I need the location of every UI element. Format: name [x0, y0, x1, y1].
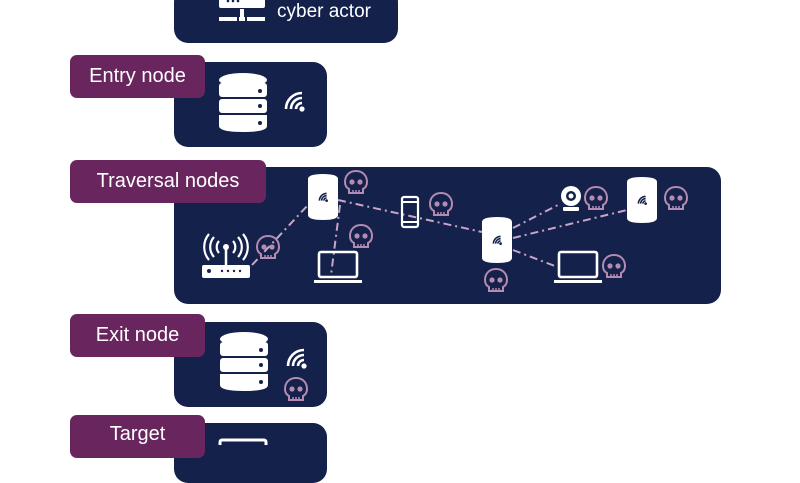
skull-icon: [284, 377, 308, 401]
monitor-icon: [218, 438, 268, 445]
wireless-router-icon: [202, 233, 250, 278]
wifi-icon: [286, 348, 308, 370]
router-node-icon: [306, 172, 340, 222]
exit-node-label: Exit node: [70, 314, 205, 357]
skull-icon: [664, 186, 688, 210]
server-icon: [219, 0, 265, 21]
skull-icon: [484, 268, 508, 292]
link: [330, 204, 341, 276]
traversal-nodes-label: Traversal nodes: [70, 160, 266, 203]
link: [512, 209, 628, 239]
skull-icon: [349, 224, 373, 248]
link: [512, 204, 559, 229]
phone-icon: [400, 195, 420, 229]
wifi-icon: [284, 91, 306, 113]
entry-node-label: Entry node: [70, 55, 205, 98]
skull-icon: [429, 192, 453, 216]
router-node-icon: [480, 215, 514, 265]
skull-icon: [602, 254, 626, 278]
database-icon: [220, 332, 268, 391]
link: [512, 249, 561, 269]
link: [337, 199, 483, 233]
laptop-icon: [312, 250, 364, 285]
cyber-actor-label: cyber actor: [277, 1, 371, 22]
diagram-icons: [202, 0, 688, 445]
database-icon: [219, 73, 267, 132]
webcam-icon: [561, 186, 581, 211]
router-node-icon: [625, 175, 659, 225]
skull-icon: [584, 186, 608, 210]
skull-icon: [344, 170, 368, 194]
cyber-actor-panel: [174, 0, 398, 43]
laptop-icon: [552, 250, 604, 285]
